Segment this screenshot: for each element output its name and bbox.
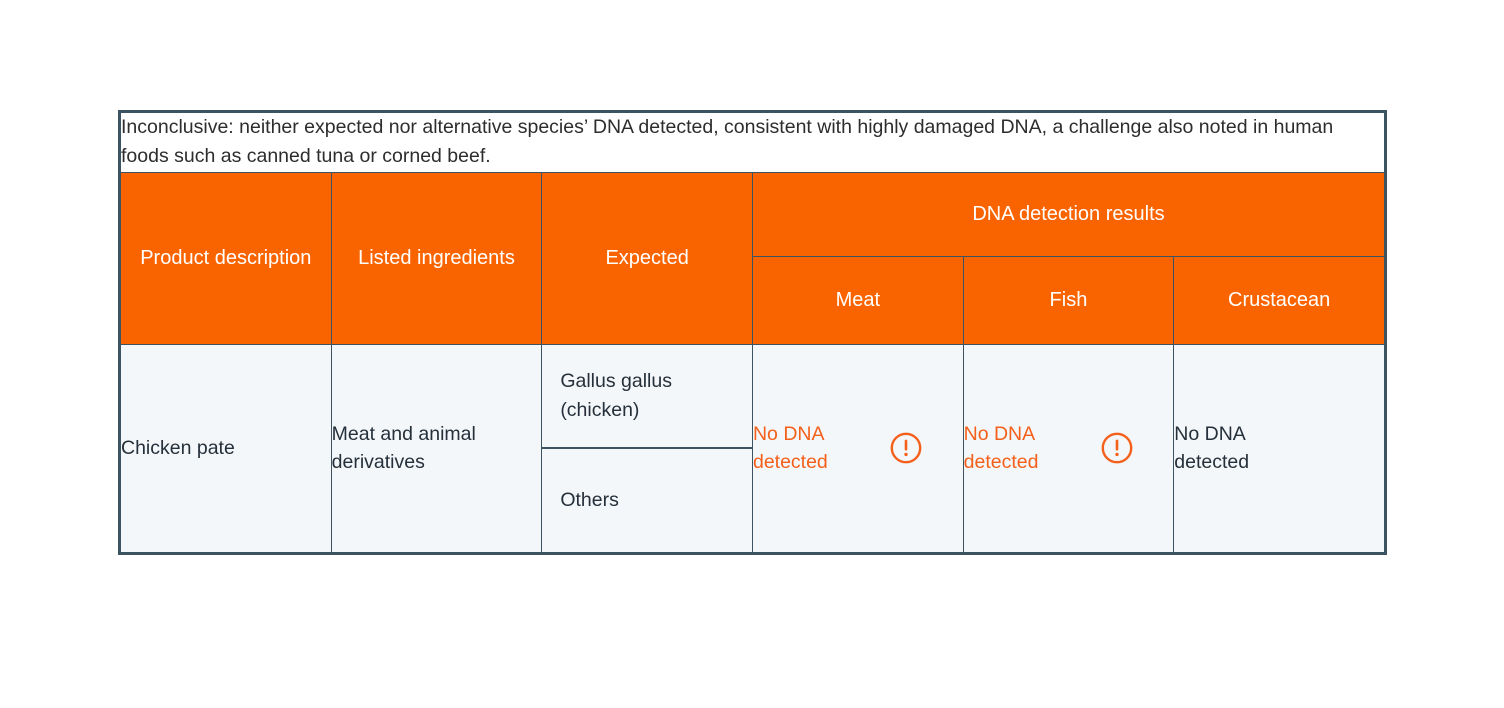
column-header-product-description: Product description [120, 171, 332, 345]
table-note-row: Inconclusive: neither expected nor alter… [120, 112, 1385, 173]
warning-circle-icon [1100, 431, 1134, 465]
table-header-row-primary: Product description Listed ingredients E… [120, 171, 1386, 345]
cell-expected: Gallus gallus (chicken) Others [541, 343, 753, 553]
expected-split: Gallus gallus (chicken) Others [542, 345, 752, 552]
result-crustacean-text: No DNA detected [1174, 422, 1250, 473]
column-header-expected: Expected [541, 171, 753, 345]
cell-result-crustacean: No DNA detected [1173, 343, 1385, 553]
column-header-crustacean: Crustacean [1173, 255, 1385, 345]
table-header-row-secondary: Meat Fish Crustacean [121, 255, 1385, 345]
column-header-fish: Fish [962, 255, 1175, 345]
cell-result-meat: No DNA detected [751, 343, 964, 553]
result-meat-text: No DNA detected [752, 422, 828, 473]
warning-circle-icon [889, 431, 923, 465]
column-header-dna-detection-results: DNA detection results [751, 171, 1386, 257]
column-header-meat: Meat [751, 255, 964, 345]
table-row: Chicken pate Meat and animal derivatives… [120, 343, 1385, 553]
inconclusive-note: Inconclusive: neither expected nor alter… [120, 112, 1385, 173]
result-fish-text: No DNA detected [963, 422, 1039, 473]
dna-results-table-container: Inconclusive: neither expected nor alter… [118, 110, 1387, 555]
cell-listed-ingredients: Meat and animal derivatives [330, 343, 543, 553]
result-fish-content: No DNA detected [964, 420, 1174, 477]
result-crustacean-content: No DNA detected [1174, 420, 1384, 477]
dna-results-table: Inconclusive: neither expected nor alter… [120, 112, 1386, 553]
cell-result-fish: No DNA detected [962, 343, 1175, 553]
result-meat-content: No DNA detected [753, 420, 963, 477]
column-header-listed-ingredients: Listed ingredients [330, 171, 543, 345]
expected-secondary-species: Others [560, 489, 619, 512]
expected-primary-species: Gallus gallus (chicken) [542, 345, 752, 449]
cell-product-description: Chicken pate [120, 343, 332, 553]
